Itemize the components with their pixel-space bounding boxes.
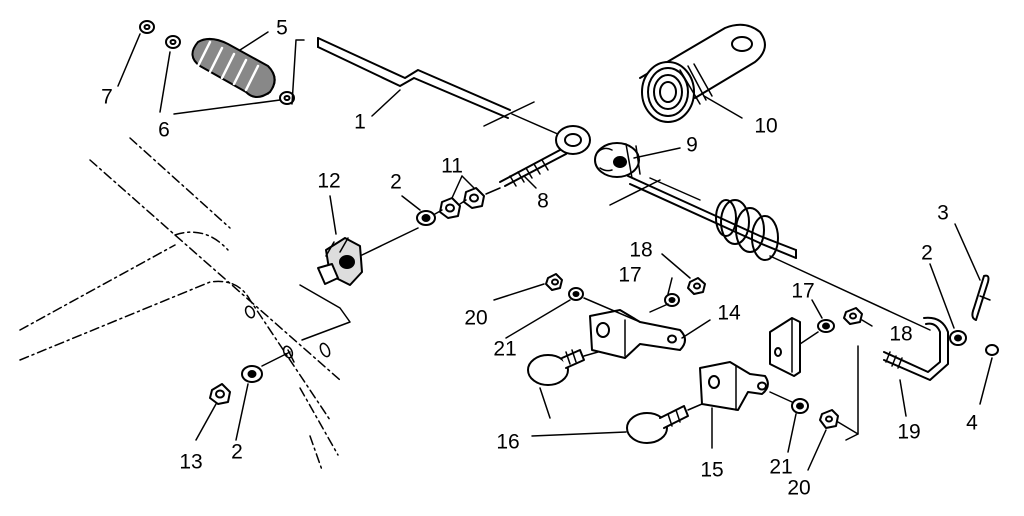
frame-outline <box>19 137 341 471</box>
callout-15: 15 <box>700 458 724 482</box>
callout-9: 9 <box>686 133 698 157</box>
callout-19: 19 <box>897 420 921 444</box>
callout-8: 8 <box>537 189 549 213</box>
callout-6: 6 <box>158 118 170 142</box>
callout-17-right: 17 <box>791 279 815 303</box>
leader-lines <box>117 31 993 471</box>
callout-20-lower: 20 <box>787 476 811 500</box>
callout-4: 4 <box>966 411 978 435</box>
callout-18-upper: 18 <box>629 238 653 262</box>
callout-1: 1 <box>354 110 366 134</box>
callout-11: 11 <box>441 154 463 178</box>
j-bolt-part-19 <box>845 274 999 441</box>
callout-2-right: 2 <box>921 241 933 265</box>
grip-part-5 <box>139 20 305 105</box>
frame-bolt-holes <box>244 305 331 359</box>
hardware-upper <box>416 187 501 226</box>
callout-16: 16 <box>496 430 520 454</box>
callout-7: 7 <box>101 85 113 109</box>
carriage-bolts-part-16 <box>527 349 703 444</box>
spring-shaft <box>609 175 931 331</box>
callout-10: 10 <box>754 114 778 138</box>
eye-bolt-part-8 <box>499 125 591 187</box>
callout-5: 5 <box>276 16 288 40</box>
callout-18-right: 18 <box>889 322 913 346</box>
callout-2-upper: 2 <box>390 170 402 194</box>
callout-3: 3 <box>937 201 949 225</box>
hardware-lower <box>545 273 863 435</box>
callout-13: 13 <box>179 450 203 474</box>
hardware-lower-left <box>209 349 295 405</box>
bracket-part-14 <box>589 309 686 359</box>
callout-14: 14 <box>717 301 741 325</box>
callout-20-upper: 20 <box>464 306 488 330</box>
rod-part-1 <box>317 37 561 136</box>
angle-bracket <box>769 317 819 377</box>
boot-part-10 <box>639 23 766 123</box>
callout-21-upper: 21 <box>493 337 517 361</box>
callout-12: 12 <box>317 169 341 193</box>
bracket-part-15 <box>699 361 769 411</box>
ball-part-9 <box>594 142 641 179</box>
bracket-part-12 <box>299 227 419 341</box>
callout-21-lower: 21 <box>769 455 793 479</box>
callout-17-upper: 17 <box>618 263 642 287</box>
callout-2-lower: 2 <box>231 440 243 464</box>
